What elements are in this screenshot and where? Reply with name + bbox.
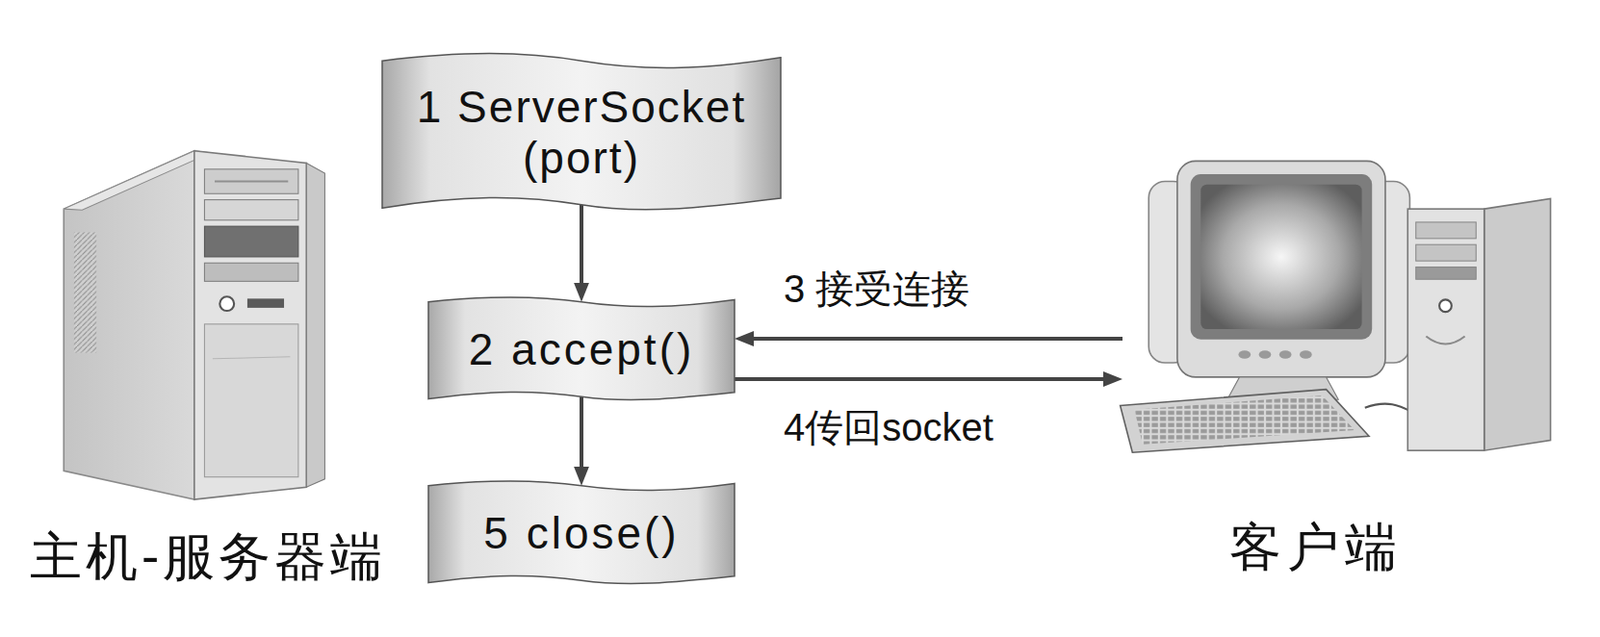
power-button [219, 296, 234, 311]
step-label: 5 close() [483, 508, 679, 560]
banner-shape [382, 53, 781, 210]
client-computer: 客户端 [1122, 144, 1510, 578]
flow-arrow [746, 336, 1123, 341]
tower-front [194, 151, 308, 500]
drive-bay [204, 262, 298, 282]
computer-label: 客户端 [1229, 517, 1403, 578]
drive-slot [214, 180, 288, 182]
flow-arrow [734, 377, 1111, 382]
banner-shape [428, 297, 735, 401]
pc-detail [1425, 336, 1465, 345]
banner-shape [428, 481, 735, 585]
drive-bay [204, 200, 298, 221]
drive-bay [204, 169, 298, 194]
front-line [212, 357, 290, 360]
client-computer-figure [1120, 160, 1551, 453]
tower-edge [306, 162, 325, 488]
monitor-body [1177, 160, 1386, 378]
step-label: 1 ServerSocket (port) [401, 81, 762, 184]
monitor-button [1238, 350, 1251, 359]
tower-vent [74, 232, 97, 353]
edge-label: 3 接受连接 [780, 265, 973, 312]
keyboard-keys [1134, 395, 1355, 445]
pc-front [1407, 208, 1484, 451]
edge-label: 4传回socket [780, 404, 997, 451]
process-banner: 5 close() [428, 479, 735, 588]
monitor-bezel [1190, 174, 1373, 340]
flow-arrow [579, 396, 584, 474]
process-banner: 1 ServerSocket (port) [382, 51, 781, 215]
monitor-button [1279, 350, 1292, 359]
drive-bay [1416, 244, 1476, 261]
drive-bay [1416, 267, 1476, 281]
flow-arrow [579, 205, 584, 291]
power-button [1439, 299, 1452, 312]
tower-top [63, 151, 211, 210]
pc-side [1484, 199, 1551, 452]
monitor-button [1259, 350, 1272, 359]
server-tower [63, 151, 325, 500]
drive-bay [204, 226, 298, 258]
keyboard [1120, 389, 1369, 454]
process-banner: 2 accept() [428, 295, 735, 404]
mouse-cable [1365, 404, 1413, 413]
drive-bay [1416, 222, 1476, 239]
computer-label: 主机-服务器端 [29, 527, 387, 588]
front-cover [204, 324, 298, 478]
step-label: 2 accept() [468, 324, 696, 376]
front-panel [247, 298, 284, 309]
server-computer: 主机-服务器端 [15, 144, 401, 588]
monitor-screen [1200, 184, 1362, 330]
monitor-button [1299, 350, 1313, 359]
